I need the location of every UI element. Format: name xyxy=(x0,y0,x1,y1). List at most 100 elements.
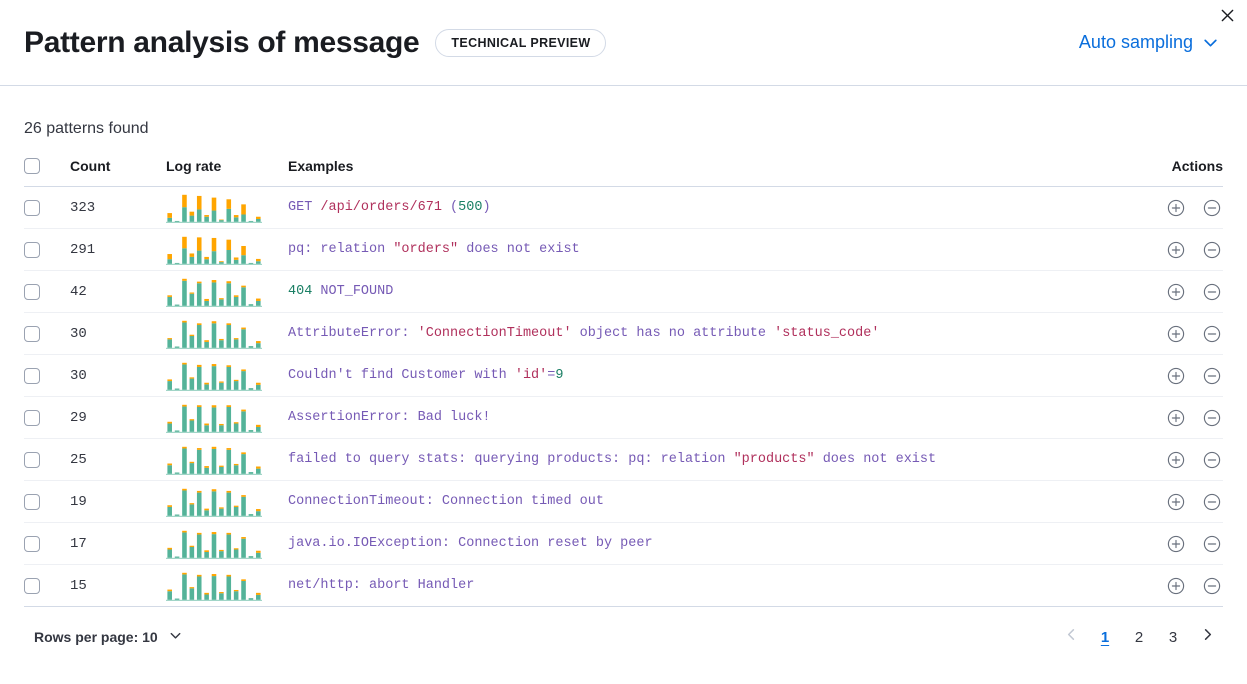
minus-in-circle-icon[interactable] xyxy=(1203,577,1221,595)
row-actions-cell xyxy=(1115,396,1223,439)
row-count: 323 xyxy=(70,186,166,229)
column-header-actions: Actions xyxy=(1115,158,1223,187)
message-token: 'status_code' xyxy=(774,326,880,341)
row-log-rate-sparkline xyxy=(166,270,288,313)
message-token: 'ConnectionTimeout' xyxy=(417,326,572,341)
plus-in-circle-icon[interactable] xyxy=(1167,493,1185,511)
row-checkbox[interactable] xyxy=(24,409,40,426)
chevron-left-icon xyxy=(1064,627,1079,647)
row-actions-cell xyxy=(1115,480,1223,523)
header-right-group: Auto sampling xyxy=(1079,32,1223,53)
pagination-next-button[interactable] xyxy=(1193,623,1221,651)
message-token: 404 xyxy=(288,284,313,299)
row-log-rate-sparkline xyxy=(166,354,288,397)
row-select-cell xyxy=(24,270,70,313)
minus-in-circle-icon[interactable] xyxy=(1203,409,1221,427)
plus-in-circle-icon[interactable] xyxy=(1167,241,1185,259)
message-token: pq: relation xyxy=(288,242,394,257)
row-log-rate-sparkline xyxy=(166,438,288,481)
row-checkbox[interactable] xyxy=(24,535,40,552)
plus-in-circle-icon[interactable] xyxy=(1167,199,1185,217)
row-checkbox[interactable] xyxy=(24,241,40,258)
minus-in-circle-icon[interactable] xyxy=(1203,241,1221,259)
chevron-down-icon xyxy=(1202,34,1219,51)
plus-in-circle-icon[interactable] xyxy=(1167,577,1185,595)
row-select-cell xyxy=(24,522,70,565)
column-header-count[interactable]: Count xyxy=(70,158,166,187)
minus-in-circle-icon[interactable] xyxy=(1203,535,1221,553)
pagination-page-3[interactable]: 3 xyxy=(1168,628,1178,646)
row-checkbox[interactable] xyxy=(24,283,40,300)
close-button[interactable] xyxy=(1213,4,1241,32)
row-count: 42 xyxy=(70,270,166,313)
message-token: does not exist xyxy=(814,452,937,467)
technical-preview-badge: TECHNICAL PREVIEW xyxy=(435,28,607,57)
row-checkbox[interactable] xyxy=(24,325,40,342)
patterns-found-count: 26 patterns found xyxy=(24,120,149,137)
minus-in-circle-icon[interactable] xyxy=(1203,283,1221,301)
row-actions-cell xyxy=(1115,564,1223,607)
page-title: Pattern analysis of message xyxy=(24,25,420,59)
row-checkbox[interactable] xyxy=(24,199,40,216)
row-select-cell xyxy=(24,354,70,397)
plus-in-circle-icon[interactable] xyxy=(1167,451,1185,469)
rows-per-page-button[interactable]: Rows per page: 10 xyxy=(34,628,183,646)
row-example-message: java.io.IOException: Connection reset by… xyxy=(288,522,1115,565)
row-log-rate-sparkline xyxy=(166,228,288,271)
auto-sampling-button[interactable]: Auto sampling xyxy=(1079,32,1219,53)
select-all-checkbox[interactable] xyxy=(24,158,40,174)
minus-in-circle-icon[interactable] xyxy=(1203,493,1221,511)
row-select-cell xyxy=(24,564,70,607)
row-select-cell xyxy=(24,396,70,439)
row-example-message: AssertionError: Bad luck! xyxy=(288,396,1115,439)
row-log-rate-sparkline xyxy=(166,396,288,439)
plus-in-circle-icon[interactable] xyxy=(1167,367,1185,385)
row-count: 30 xyxy=(70,354,166,397)
pagination-page-1[interactable]: 1 xyxy=(1100,628,1110,646)
pagination-prev-button[interactable] xyxy=(1057,623,1085,651)
plus-in-circle-icon[interactable] xyxy=(1167,283,1185,301)
minus-in-circle-icon[interactable] xyxy=(1203,325,1221,343)
row-checkbox[interactable] xyxy=(24,493,40,510)
plus-in-circle-icon[interactable] xyxy=(1167,409,1185,427)
row-count: 30 xyxy=(70,312,166,355)
message-token: 9 xyxy=(555,368,564,383)
row-count: 25 xyxy=(70,438,166,481)
message-token: "products" xyxy=(733,452,815,467)
message-token: /api/orders/671 xyxy=(320,200,442,215)
row-checkbox[interactable] xyxy=(24,451,40,468)
row-checkbox[interactable] xyxy=(24,577,40,594)
plus-in-circle-icon[interactable] xyxy=(1167,535,1185,553)
message-token: ConnectionTimeout: Connection timed out xyxy=(288,494,604,509)
message-token: Couldn't find Customer with xyxy=(288,368,515,383)
row-actions-cell xyxy=(1115,438,1223,481)
column-header-log-rate[interactable]: Log rate xyxy=(166,158,288,187)
column-header-examples[interactable]: Examples xyxy=(288,158,1115,187)
message-token: ) xyxy=(482,200,491,215)
minus-in-circle-icon[interactable] xyxy=(1203,199,1221,217)
minus-in-circle-icon[interactable] xyxy=(1203,451,1221,469)
row-select-cell xyxy=(24,312,70,355)
flyout-header: Pattern analysis of message TECHNICAL PR… xyxy=(0,0,1247,86)
row-checkbox[interactable] xyxy=(24,367,40,384)
minus-in-circle-icon[interactable] xyxy=(1203,367,1221,385)
pagination-page-2[interactable]: 2 xyxy=(1134,628,1144,646)
row-example-message: ConnectionTimeout: Connection timed out xyxy=(288,480,1115,523)
row-example-message: net/http: abort Handler xyxy=(288,564,1115,607)
plus-in-circle-icon[interactable] xyxy=(1167,325,1185,343)
row-log-rate-sparkline xyxy=(166,312,288,355)
message-token: AssertionError: Bad luck! xyxy=(288,410,491,425)
message-token: does not exist xyxy=(458,242,580,257)
message-token: 'id' xyxy=(514,368,548,383)
